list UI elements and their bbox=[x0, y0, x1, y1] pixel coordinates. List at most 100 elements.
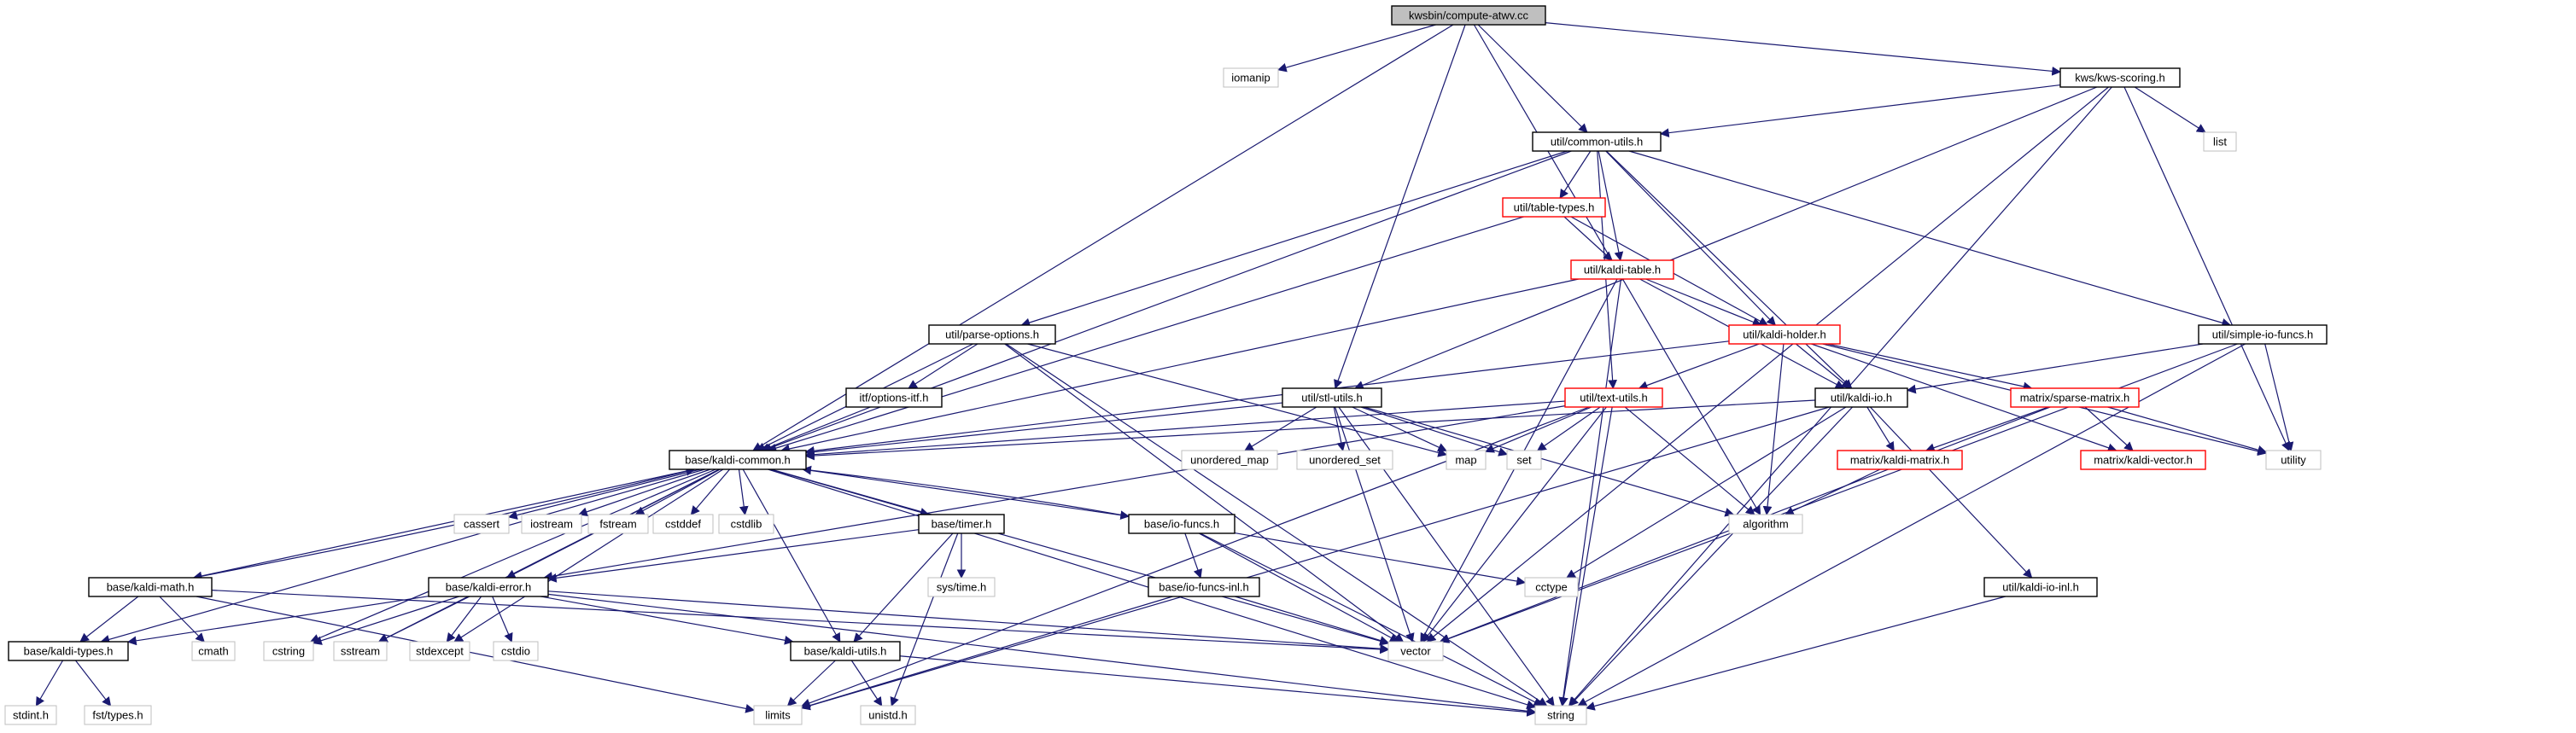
node-kaldicommon[interactable]: base/kaldi-common.h bbox=[669, 450, 807, 470]
edge-itfoptions-to-kaldicommon bbox=[760, 406, 871, 452]
node-label-simpleio: util/simple-io-funcs.h bbox=[2212, 329, 2314, 341]
node-iostream: iostream bbox=[521, 514, 582, 534]
node-box-simpleio bbox=[2198, 324, 2328, 345]
edge-textutils-to-algorithm bbox=[1624, 406, 1755, 515]
node-sparsematrix[interactable]: matrix/sparse-matrix.h bbox=[2010, 387, 2140, 408]
edge-root-to-kwsscoring bbox=[1545, 22, 2062, 76]
node-kalditypes[interactable]: base/kaldi-types.h bbox=[8, 641, 129, 661]
node-label-fsttypes: fst/types.h bbox=[92, 709, 143, 722]
node-iofuncs[interactable]: base/io-funcs.h bbox=[1128, 514, 1235, 534]
node-label-stdint: stdint.h bbox=[13, 709, 49, 722]
node-box-cctype bbox=[1524, 577, 1579, 597]
node-timer[interactable]: base/timer.h bbox=[918, 514, 1005, 534]
node-box-unorderedmap bbox=[1181, 450, 1278, 470]
node-kaldierror[interactable]: base/kaldi-error.h bbox=[428, 577, 549, 597]
edge-kaldicommon-to-cstring bbox=[309, 468, 716, 643]
edge-kaldierror-to-stdexcept bbox=[446, 596, 482, 643]
edge-kwsscoring-to-stlutils bbox=[1354, 86, 2098, 390]
node-kalditable[interactable]: util/kaldi-table.h bbox=[1570, 259, 1674, 280]
edge-kalditable-to-string bbox=[1558, 278, 1622, 707]
node-box-itfoptions bbox=[845, 387, 943, 408]
node-label-timer: base/timer.h bbox=[932, 518, 992, 531]
node-label-stdexcept: stdexcept bbox=[416, 645, 464, 658]
node-kaldiutils[interactable]: base/kaldi-utils.h bbox=[790, 641, 901, 661]
edge-kalditable-to-kaldiholder bbox=[1645, 278, 1762, 327]
node-label-kaldicommon: base/kaldi-common.h bbox=[685, 454, 791, 467]
node-label-cstdlib: cstdlib bbox=[731, 518, 762, 531]
node-stlutils[interactable]: util/stl-utils.h bbox=[1282, 387, 1382, 408]
node-map: map bbox=[1446, 450, 1487, 470]
edge-kalditypes-to-fsttypes bbox=[75, 660, 112, 707]
node-tabletypes[interactable]: util/table-types.h bbox=[1502, 197, 1606, 218]
node-set: set bbox=[1506, 450, 1542, 470]
node-cctype: cctype bbox=[1524, 577, 1579, 597]
edge-stlutils-to-kaldicommon bbox=[804, 402, 1283, 457]
node-root[interactable]: kwsbin/compute-atwv.cc bbox=[1391, 5, 1546, 26]
node-box-tabletypes bbox=[1502, 197, 1606, 218]
node-vector: vector bbox=[1387, 641, 1444, 661]
node-label-kalditable: util/kaldi-table.h bbox=[1584, 264, 1661, 276]
node-systime: sys/time.h bbox=[927, 577, 996, 597]
edge-kaldicommon-to-iofuncs bbox=[803, 468, 1130, 521]
node-box-kaldiutils bbox=[790, 641, 901, 661]
edge-kaldicommon-to-vector bbox=[770, 468, 1390, 646]
node-cmath: cmath bbox=[191, 641, 236, 661]
node-label-kaldimath: base/kaldi-math.h bbox=[107, 581, 195, 594]
node-box-sparsematrix bbox=[2010, 387, 2140, 408]
node-label-kaldiioinl: util/kaldi-io-inl.h bbox=[2002, 581, 2079, 594]
node-label-sstream: sstream bbox=[341, 645, 380, 658]
node-box-cmath bbox=[191, 641, 236, 661]
node-string: string bbox=[1534, 705, 1587, 725]
edge-iofuncs-to-string bbox=[1200, 532, 1544, 707]
node-cstdio: cstdio bbox=[493, 641, 539, 661]
edge-kaldiio-to-kaldiioinl bbox=[1869, 406, 2033, 579]
node-kwsscoring[interactable]: kws/kws-scoring.h bbox=[2059, 67, 2181, 88]
node-iofuncsinl[interactable]: base/io-funcs-inl.h bbox=[1148, 577, 1260, 597]
node-box-sstream bbox=[333, 641, 388, 661]
node-box-iostream bbox=[521, 514, 582, 534]
node-algorithm: algorithm bbox=[1728, 514, 1803, 534]
node-box-set bbox=[1506, 450, 1542, 470]
node-simpleio[interactable]: util/simple-io-funcs.h bbox=[2198, 324, 2328, 345]
node-list: list bbox=[2203, 131, 2237, 152]
edge-root-to-commonutils bbox=[1477, 24, 1588, 133]
edge-kaldierror-to-cstdio bbox=[492, 596, 513, 643]
edge-commonutils-to-kaldiio bbox=[1605, 150, 1853, 389]
node-sstream: sstream bbox=[333, 641, 388, 661]
node-commonutils[interactable]: util/common-utils.h bbox=[1532, 131, 1662, 152]
node-label-textutils: util/text-utils.h bbox=[1580, 392, 1647, 404]
node-box-iofuncs bbox=[1128, 514, 1235, 534]
node-cstdlib: cstdlib bbox=[718, 514, 774, 534]
node-itfoptions[interactable]: itf/options-itf.h bbox=[845, 387, 943, 408]
node-kaldiholder[interactable]: util/kaldi-holder.h bbox=[1728, 324, 1841, 345]
node-textutils[interactable]: util/text-utils.h bbox=[1564, 387, 1663, 408]
edge-kaldierror-to-kaldiutils bbox=[540, 596, 794, 645]
edge-kaldiio-to-string bbox=[1568, 406, 1854, 707]
node-label-unorderedset: unordered_set bbox=[1309, 454, 1381, 467]
node-box-stdint bbox=[4, 705, 57, 725]
node-box-cassert bbox=[453, 514, 510, 534]
node-cstddef: cstddef bbox=[652, 514, 714, 534]
node-kaldivector[interactable]: matrix/kaldi-vector.h bbox=[2080, 450, 2206, 470]
node-stdint: stdint.h bbox=[4, 705, 57, 725]
node-parseoptions[interactable]: util/parse-options.h bbox=[928, 324, 1056, 345]
edge-commonutils-to-kalditable bbox=[1598, 150, 1624, 262]
edge-kaldiutils-to-unistd bbox=[850, 660, 883, 707]
edge-sparsematrix-to-kaldimatrix bbox=[1925, 406, 2049, 452]
edge-kaldiio-to-kaldicommon bbox=[804, 399, 1816, 461]
node-box-kaldiio bbox=[1814, 387, 1908, 408]
node-kaldiio[interactable]: util/kaldi-io.h bbox=[1814, 387, 1908, 408]
node-label-kaldivector: matrix/kaldi-vector.h bbox=[2094, 454, 2193, 467]
edge-kaldicommon-to-kaldimath bbox=[192, 468, 695, 581]
edge-root-to-iomanip bbox=[1276, 24, 1436, 73]
node-box-cstddef bbox=[652, 514, 714, 534]
edge-simpleio-to-vector bbox=[1440, 343, 2238, 643]
edge-kaldicommon-to-cassert bbox=[507, 468, 701, 520]
node-label-unorderedmap: unordered_map bbox=[1190, 454, 1269, 467]
node-kaldimath[interactable]: base/kaldi-math.h bbox=[88, 577, 213, 597]
edge-kalditypes-to-stdint bbox=[35, 660, 64, 707]
edge-tabletypes-to-kalditable bbox=[1563, 216, 1613, 261]
node-kaldiioinl[interactable]: util/kaldi-io-inl.h bbox=[1983, 577, 2098, 597]
node-label-cassert: cassert bbox=[464, 518, 499, 531]
node-kaldimatrix[interactable]: matrix/kaldi-matrix.h bbox=[1837, 450, 1963, 470]
